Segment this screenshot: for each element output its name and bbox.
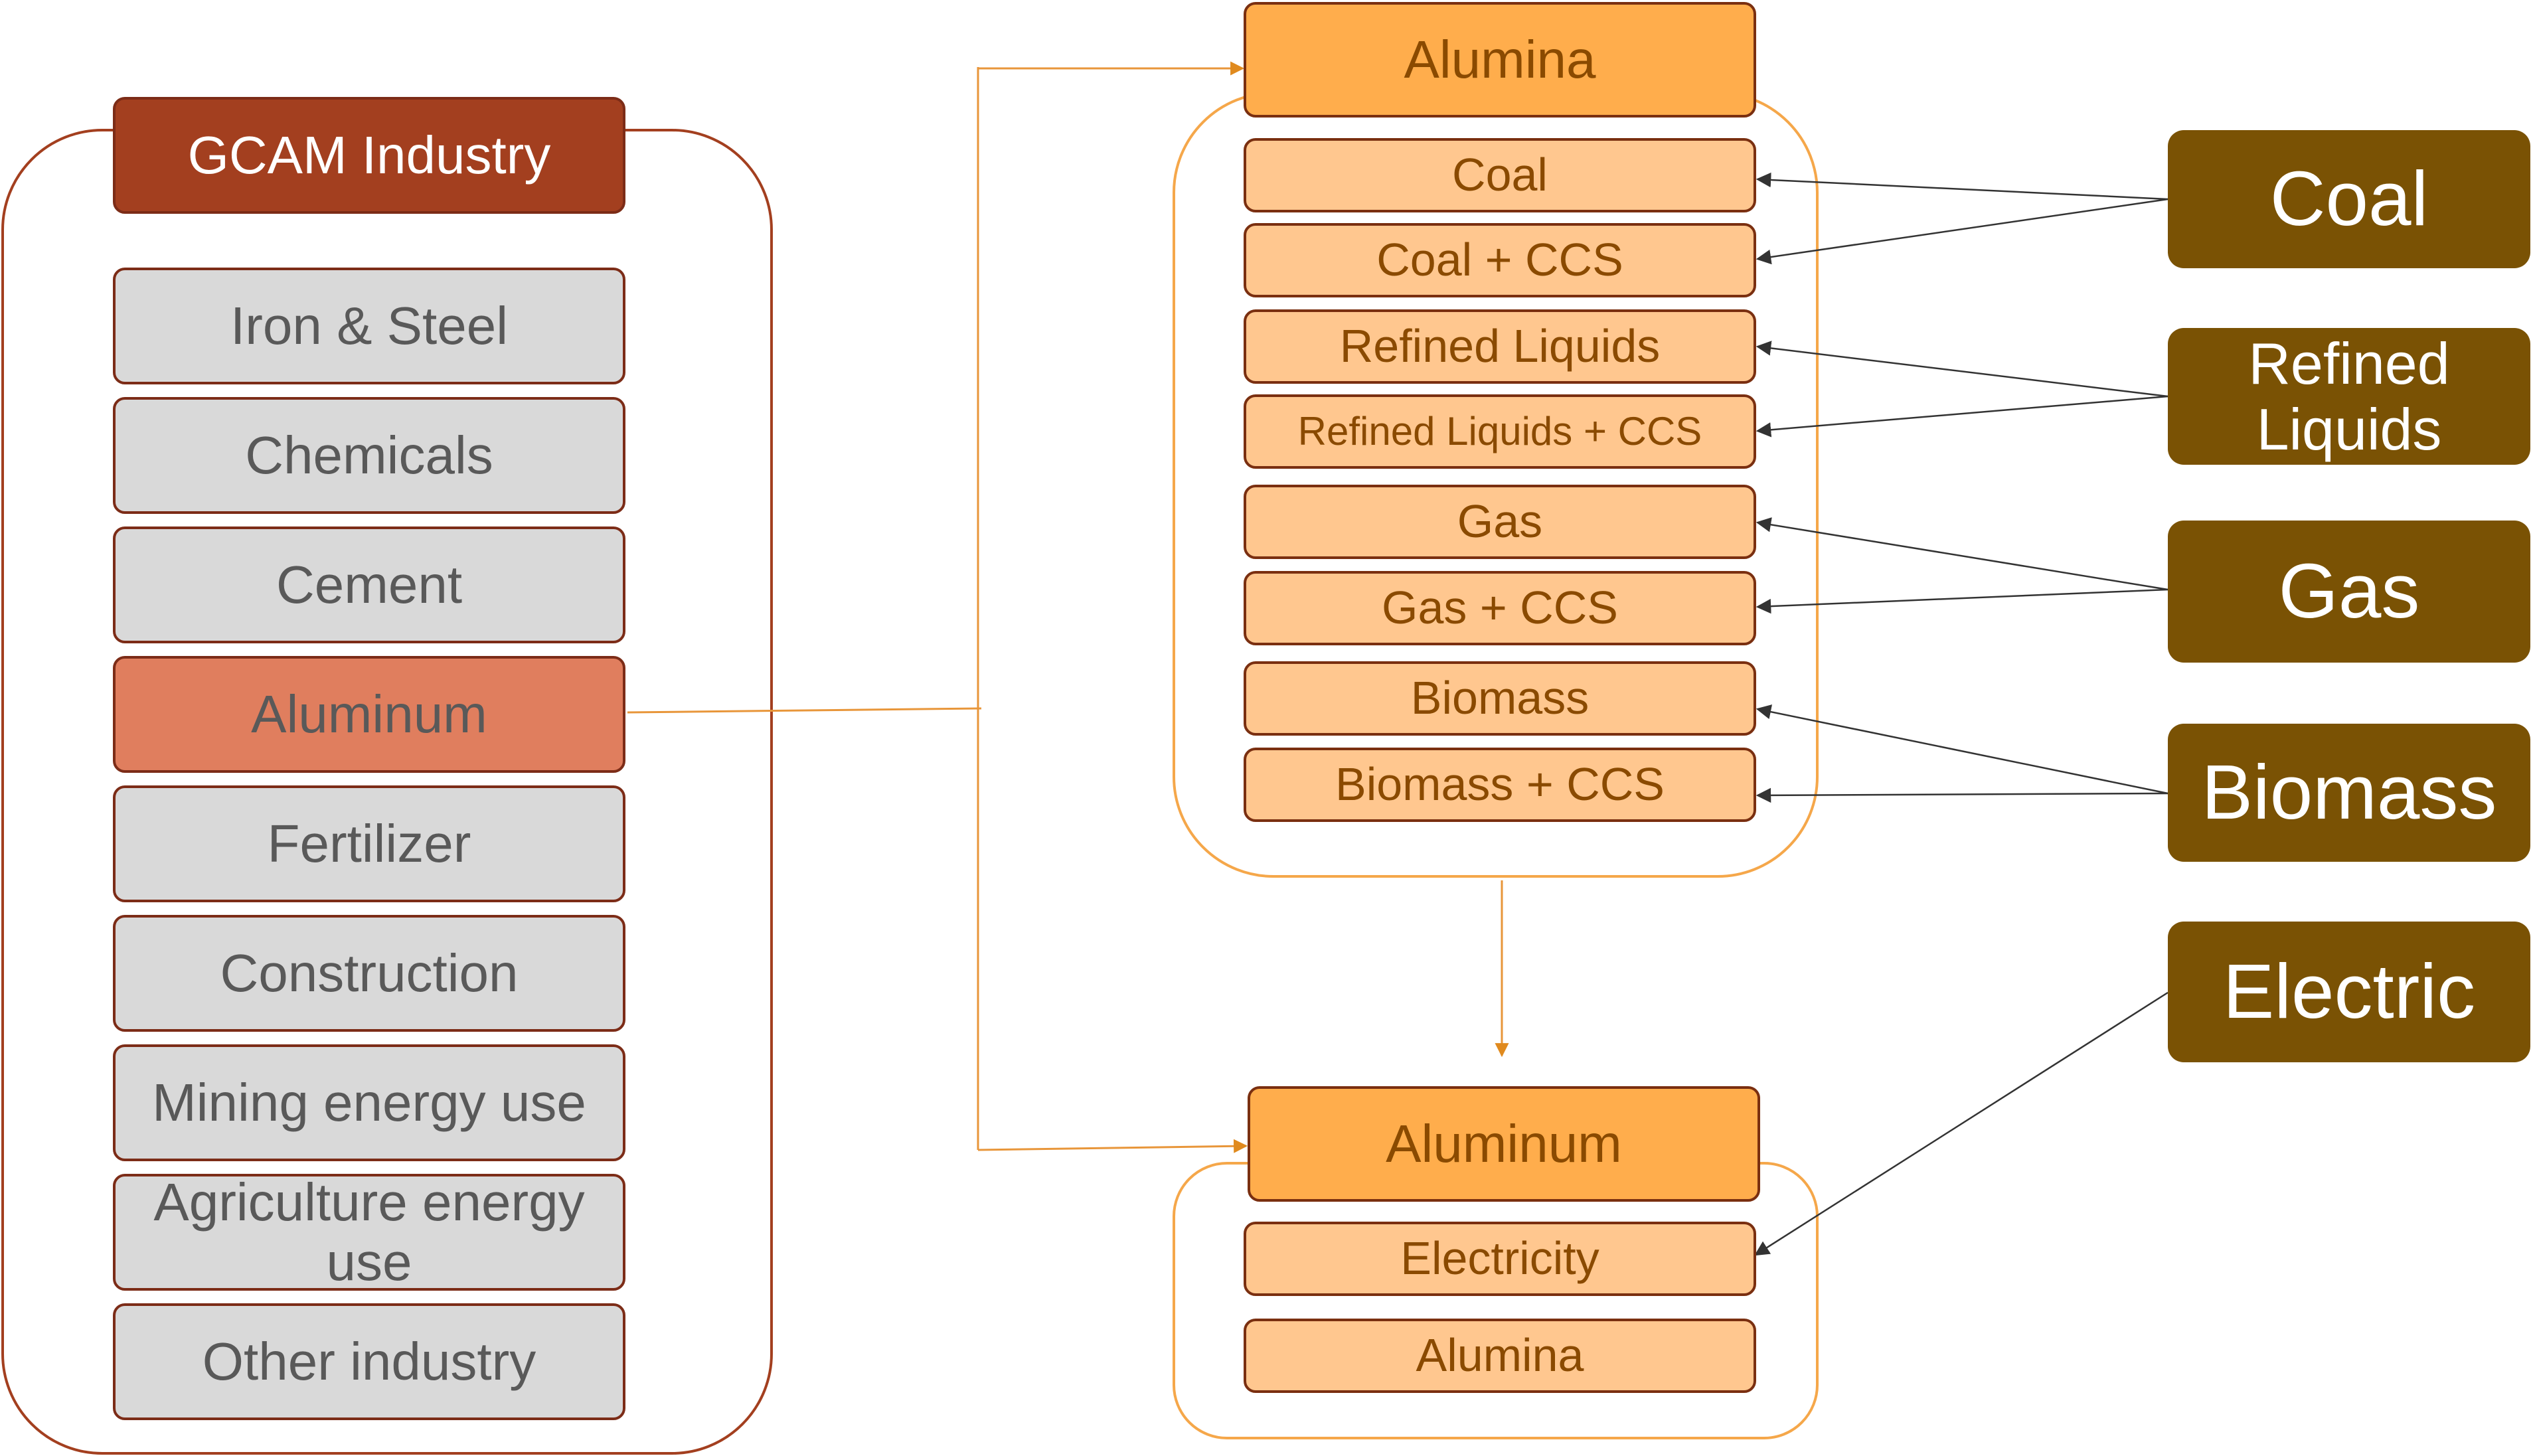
fuel-refined-liquids[interactable]: Refined Liquids: [2168, 328, 2530, 465]
alumina-tech-refined-liquids-ccs[interactable]: Refined Liquids + CCS: [1244, 394, 1756, 469]
input-arrow-biomass-1: [1756, 704, 2168, 795]
input-arrow-coal-2: [1756, 198, 2168, 265]
aluminum-tech-electricity[interactable]: Electricity: [1244, 1222, 1756, 1296]
aluminum-tech-alumina[interactable]: Alumina: [1244, 1319, 1756, 1393]
industry-item-cement[interactable]: Cement: [113, 526, 625, 643]
alumina-tech-gas[interactable]: Gas: [1244, 485, 1756, 559]
fuel-gas[interactable]: Gas: [2168, 521, 2530, 663]
alumina-tech-refined-liquids[interactable]: Refined Liquids: [1244, 309, 1756, 384]
alumina-header: Alumina: [1244, 2, 1756, 118]
fuel-biomass[interactable]: Biomass: [2168, 724, 2530, 862]
input-arrow-refined-liquids-2: [1756, 395, 2168, 438]
fuel-electric[interactable]: Electric: [2168, 922, 2530, 1062]
alumina-tech-biomass[interactable]: Biomass: [1244, 661, 1756, 736]
input-arrow-gas-2: [1756, 588, 2168, 614]
industry-header: GCAM Industry: [113, 97, 625, 214]
industry-item-other-industry[interactable]: Other industry: [113, 1303, 625, 1420]
input-arrow-electric: [1754, 991, 2168, 1256]
industry-item-agriculture-energy-use[interactable]: Agriculture energy use: [113, 1173, 625, 1291]
aluminum-group-outline: [1173, 1162, 1819, 1439]
industry-item-construction[interactable]: Construction: [113, 915, 625, 1032]
alumina-tech-coal-ccs[interactable]: Coal + CCS: [1244, 223, 1756, 297]
industry-item-iron-steel[interactable]: Iron & Steel: [113, 268, 625, 384]
input-arrow-biomass-2: [1756, 787, 2168, 803]
flow-arrow-to-aluminum: [977, 1139, 1248, 1153]
aluminum-header: Aluminum: [1248, 1086, 1760, 1202]
industry-item-aluminum[interactable]: Aluminum: [113, 656, 625, 773]
flow-line-aluminum-sector: [627, 707, 982, 714]
industry-item-mining-energy-use[interactable]: Mining energy use: [113, 1044, 625, 1161]
industry-item-chemicals[interactable]: Chemicals: [113, 397, 625, 514]
alumina-tech-biomass-ccs[interactable]: Biomass + CCS: [1244, 748, 1756, 822]
input-arrow-coal-1: [1756, 172, 2168, 201]
alumina-tech-coal[interactable]: Coal: [1244, 138, 1756, 212]
fuel-coal[interactable]: Coal: [2168, 130, 2530, 268]
input-arrow-refined-liquids-1: [1756, 341, 2168, 398]
alumina-tech-gas-ccs[interactable]: Gas + CCS: [1244, 571, 1756, 645]
industry-item-fertilizer[interactable]: Fertilizer: [113, 785, 625, 902]
input-arrow-gas-1: [1756, 517, 2168, 591]
